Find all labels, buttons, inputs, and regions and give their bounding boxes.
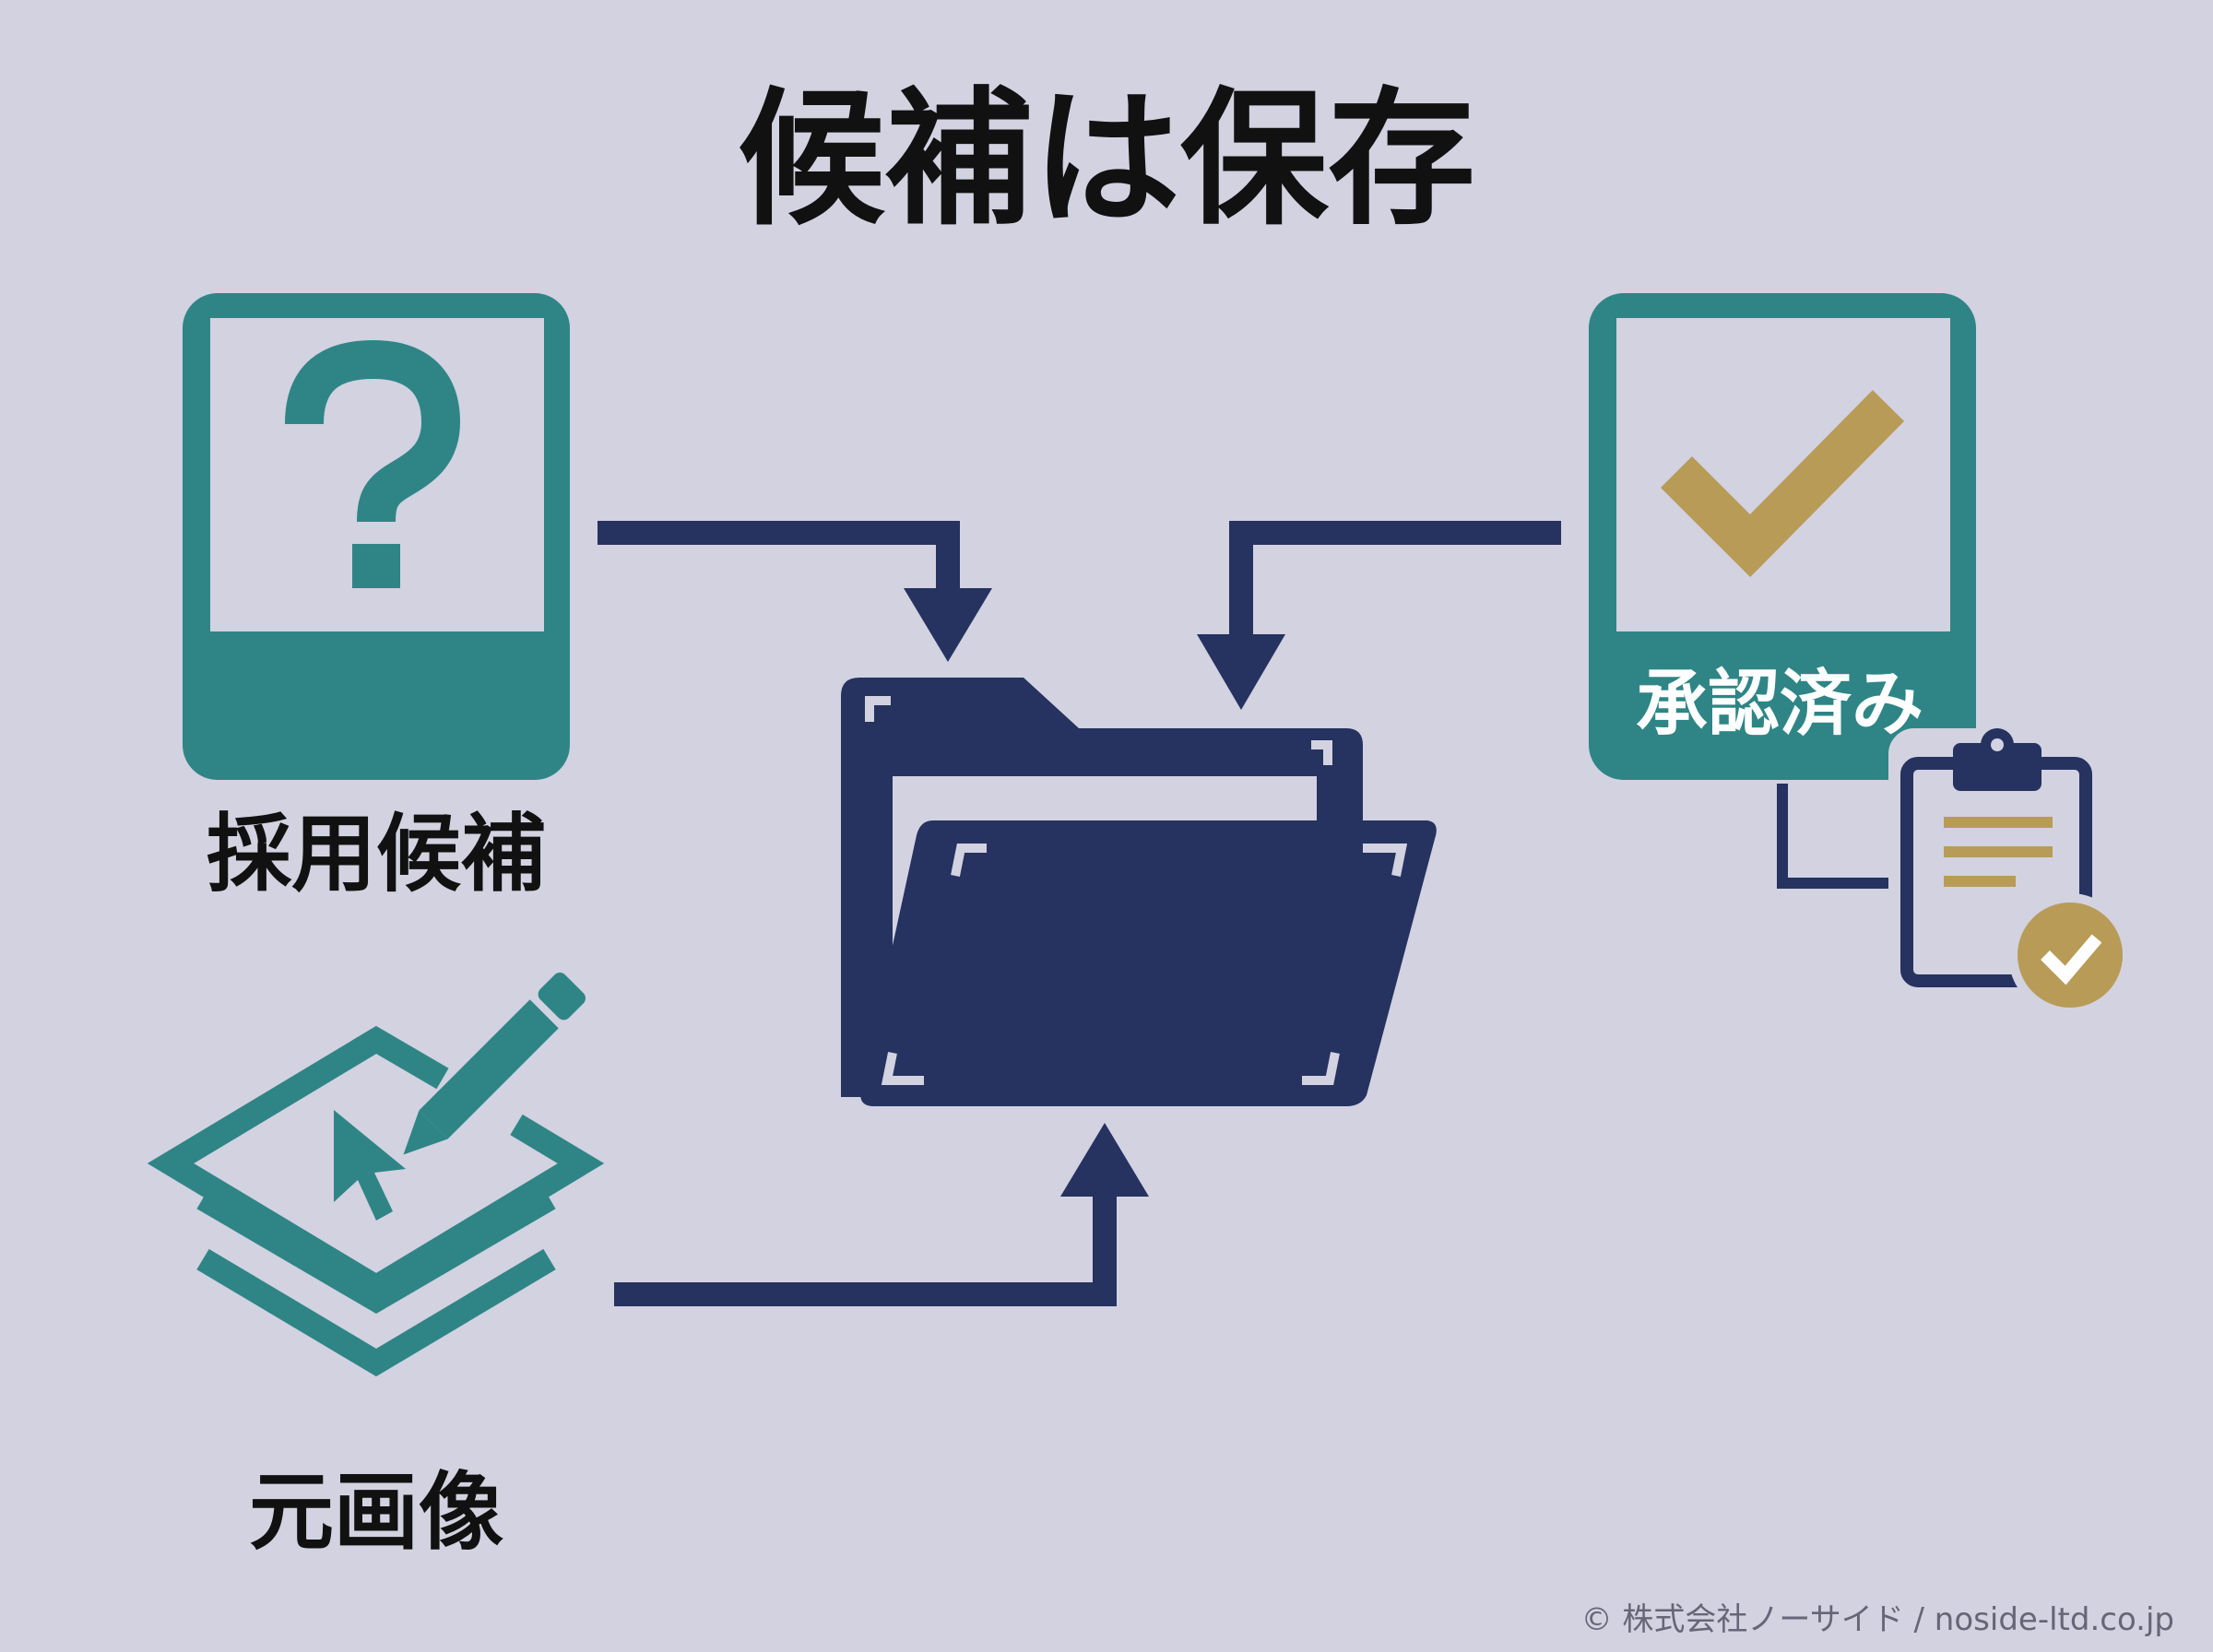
layers-edit-icon bbox=[147, 973, 605, 1377]
page-title: 候補は保存 bbox=[738, 73, 1475, 245]
clipboard-check-icon bbox=[1777, 728, 2132, 1017]
folder-icon bbox=[841, 678, 1437, 1106]
candidate-card bbox=[183, 293, 570, 780]
approved-card: 承認済み bbox=[1589, 293, 1976, 780]
question-mark-icon bbox=[285, 339, 461, 588]
original-label: 元画像 bbox=[249, 1463, 503, 1562]
approved-badge: 承認済み bbox=[1636, 663, 1923, 746]
candidate-label: 採用候補 bbox=[207, 805, 546, 903]
arrow-original-to-folder bbox=[614, 1123, 1149, 1306]
arrow-candidate-to-folder bbox=[598, 521, 992, 662]
checkmark-icon bbox=[1661, 390, 1905, 578]
copyright-text: © 株式会社ノーサイド / noside-ltd.co.jp bbox=[1581, 1601, 2174, 1638]
approved-card-screen bbox=[1616, 318, 1950, 631]
arrow-approved-to-folder bbox=[1197, 521, 1561, 710]
